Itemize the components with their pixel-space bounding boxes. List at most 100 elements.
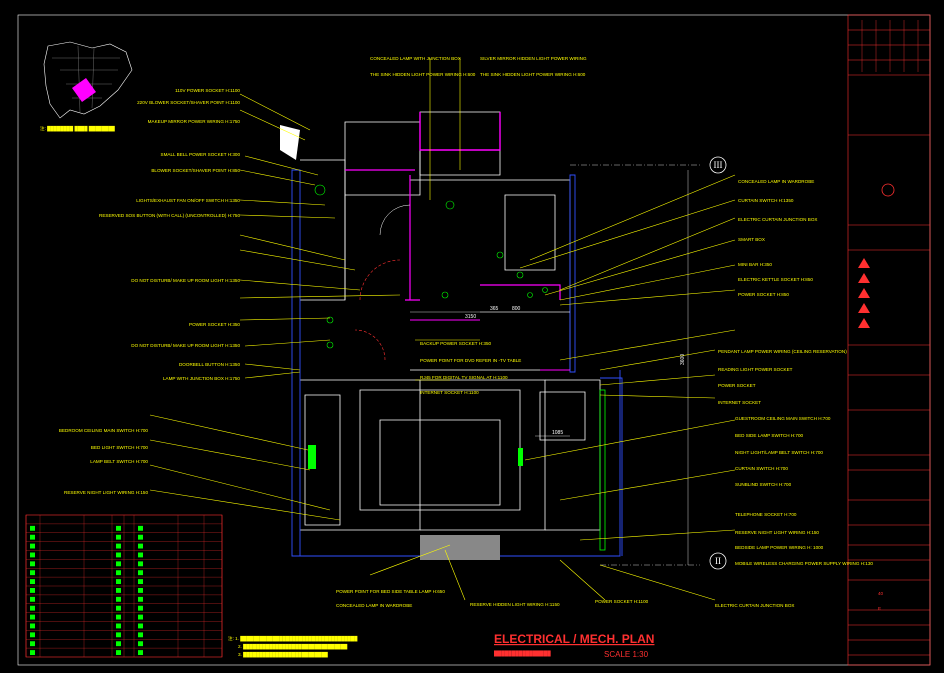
annotations-top-item: CONCEALED LAMP WITH JUNCTION BOX (370, 56, 461, 61)
legend-symbol (30, 534, 35, 540)
annotations-left-item: SMALL BELL POWER SOCKET H:300 (161, 152, 241, 157)
dimension-800: 800 (512, 306, 521, 312)
legend-symbol (138, 641, 143, 647)
legend-symbol (138, 570, 143, 576)
annotations-right-item: POWER SOCKET (718, 383, 756, 388)
annotations-top-item: THE SINK HIDDEN LIGHT POWER WIRING H:600 (370, 72, 476, 77)
annotations-left-item: LAMP WITH JUNCTION BOX H:1750 (163, 376, 240, 381)
svg-text:II: II (715, 556, 721, 566)
legend-symbol (30, 605, 35, 611)
legend-symbol (116, 641, 121, 647)
annotations-left-item: BED LIGHT SWITCH H:700 (91, 445, 149, 450)
legend-symbol (116, 605, 121, 611)
annotations-center-item: INTERNET SOCKET H:1100 (420, 390, 479, 395)
legend-symbol (138, 605, 143, 611)
annotations-left-item: RESERVED SOS BUTTON (WITH CALL) (UNCONTR… (99, 213, 240, 218)
annotations-top-item: SILVER MIRROR HIDDEN LIGHT POWER WIRING (480, 56, 587, 61)
annotations-right-item: NIGHT LIGHT/LAMP BELT SWITCH H:700 (735, 450, 823, 455)
annotations-right-item: ELECTRIC KETTLE SOCKET H:850 (738, 277, 813, 282)
annotations-right-item: GUESTROOM CEILING MAIN SWITCH H:700 (735, 416, 831, 421)
annotations-center-item: POWER POINT FOR DVD REFER IN -TV TABLE (420, 358, 521, 363)
annotations-right-item: ELECTRIC CURTAIN JUNCTION BOX (738, 217, 817, 222)
annotations-right-item: CURTAIN SWITCH H:700 (735, 466, 788, 471)
annotations-left-item: DO NOT DISTURB/ MAKE UP ROOM LIGHT H:135… (131, 278, 240, 283)
legend-symbol (116, 650, 121, 655)
annotations-right-item: CONCEALED LAMP IN WARDROBE (738, 179, 814, 184)
legend-symbol (138, 650, 143, 655)
annotations-left-item: POWER SOCKET H:350 (189, 322, 240, 327)
legend-symbol (116, 570, 121, 576)
legend-symbol (30, 552, 35, 558)
legend-symbol (30, 650, 35, 655)
annotations-right-item: CURTAIN SWITCH H:1350 (738, 198, 794, 203)
annotations-right-item: MINI BAR H:350 (738, 262, 772, 267)
title-block: E 40 (847, 14, 931, 666)
annotations-left-item: LIGHTS/EXHAUST FAN ON/OFF SWITCH H:1350 (136, 198, 240, 203)
annotations-left-item: RESERVE NIGHT LIGHT WIRING H:150 (64, 490, 148, 495)
annotations-left-item: DO NOT DISTURB/ MAKE UP ROOM LIGHT H:135… (131, 343, 240, 348)
legend-symbol (138, 623, 143, 629)
dimension-365: 365 (490, 306, 499, 312)
annotations-right-item: PENDANT LAMP POWER WIRING (CEILING RESER… (718, 349, 847, 354)
legend-symbol (116, 525, 121, 531)
dimension-3150: 3150 (465, 314, 476, 320)
magenta-partitions (345, 112, 570, 371)
key-plan-note: 注: ████████ ████ ████████ (40, 125, 116, 132)
legend-symbol (138, 525, 143, 531)
annotations-left-item: BLOWER SOCKET/SHAVER POINT H:850 (151, 168, 240, 173)
legend-symbol (138, 596, 143, 602)
annotations-bottom-item: ELECTRIC CURTAIN JUNCTION BOX (715, 603, 794, 608)
annotations-bottom-item: POWER SOCKET H:1100 (595, 599, 649, 604)
svg-text:注: 1. ████████████████████████: 注: 1. ██████████████████████████████████… (228, 635, 358, 642)
annotations-center-item: BACKUP POWER SOCKET H:350 (420, 341, 492, 346)
sheet-number: E (878, 606, 881, 611)
annotations-top-item: THE SINK HIDDEN LIGHT POWER WIRING H:600 (480, 72, 586, 77)
legend-symbol (30, 543, 35, 549)
legend-symbol (116, 596, 121, 602)
dimension-3600: 3600 (680, 354, 686, 365)
annotations-right-item: MOBILE WIRELESS CHARGING POWER SUPPLY WI… (735, 561, 873, 566)
legend-symbol (138, 534, 143, 540)
legend-symbol (30, 579, 35, 584)
dimension-lines (410, 164, 700, 566)
legend-symbol (30, 561, 35, 567)
drawing-title: ELECTRICAL / MECH. PLAN (494, 632, 654, 646)
legend-symbol (30, 641, 35, 647)
annotations-bottom-item: POWER POINT FOR BED SIDE TABLE LAMP H:65… (336, 589, 445, 594)
legend-symbol (138, 543, 143, 549)
annotations-right-item: TELEPHONE SOCKET H:700 (735, 512, 797, 517)
annotations-left-item: 220V BLOWER SOCKET/SHAVER POINT H:1100 (137, 100, 240, 105)
blue-wall-outline (291, 169, 623, 557)
svg-text:III: III (714, 160, 723, 170)
legend-symbol (116, 534, 121, 540)
legend-symbol (138, 632, 143, 638)
legend-symbol (116, 561, 121, 567)
legend-symbol (30, 614, 35, 620)
annotations-right-item: INTERNET SOCKET (718, 400, 761, 405)
legend-symbol (116, 579, 121, 584)
general-notes: 注: 1. ██████████████████████████████████… (228, 635, 358, 658)
grid-marker-ii: II (709, 552, 727, 570)
annotations-left-item: BEDROOM CEILING MAIN SWITCH H:700 (59, 428, 149, 433)
legend-symbol (138, 561, 143, 567)
fixtures (280, 125, 606, 560)
annotations-bottom: POWER POINT FOR BED SIDE TABLE LAMP H:65… (336, 589, 794, 608)
annotations-right-item: SMART BOX (738, 237, 765, 242)
room-walls (300, 111, 601, 531)
annotations-right: CONCEALED LAMP IN WARDROBE CURTAIN SWITCH… (718, 179, 873, 566)
svg-text:3. ██████████████████████████: 3. ██████████████████████████ (238, 651, 328, 658)
legend-symbol (116, 623, 121, 629)
legend-symbol (116, 543, 121, 549)
annotations-left-item: DOORBELL BUTTON H:1350 (179, 362, 240, 367)
annotations-left-item: MAKEUP MIRROR POWER WIRING H:1750 (148, 119, 241, 124)
annotations-right-item: BEDSIDE LAMP POWER WIRING H: 1000 (735, 545, 824, 550)
annotations-bottom-item: RESERVE HIDDEN LIGHT WIRING H:1150 (470, 602, 560, 607)
legend-symbol (30, 596, 35, 602)
annotations-right-item: BED SIDE LAMP SWITCH H:700 (735, 433, 804, 438)
legend-symbol (116, 632, 121, 638)
legend-symbol (30, 570, 35, 576)
legend-table (25, 514, 223, 658)
